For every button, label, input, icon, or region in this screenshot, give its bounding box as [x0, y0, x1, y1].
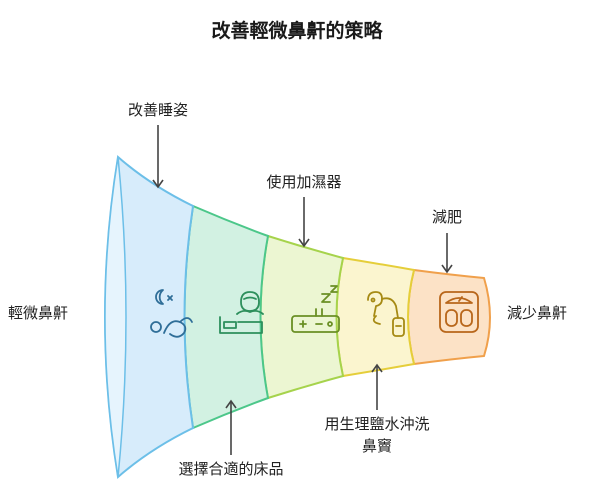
stage-2-arrow: [225, 399, 237, 455]
stage-3-label: 使用加濕器: [266, 173, 341, 191]
stage-1-arrow: [152, 125, 164, 189]
funnel-segment-3: [259, 234, 345, 400]
stage-4-label-line-2: 鼻竇: [362, 437, 392, 455]
bed-person-icon: [219, 291, 264, 334]
stage-2-label: 選擇合適的床品: [178, 460, 283, 478]
stage-4-label-line-1: 用生理鹽水沖洗: [324, 415, 429, 433]
start-label: 輕微鼻鼾: [8, 304, 68, 322]
nasal-rinse-icon: [367, 291, 405, 337]
stage-1-label: 改善睡姿: [128, 101, 188, 119]
stage-4-arrow: [371, 363, 383, 410]
funnel-segment-2: [183, 204, 270, 430]
stage-3-arrow: [298, 197, 310, 248]
funnel-mouth-rim: [104, 156, 127, 478]
sleep-position-icon: [150, 289, 193, 338]
stage-5-label: 減肥: [432, 208, 462, 226]
diagram-title: 改善輕微鼻鼾的策略: [211, 19, 383, 42]
humidifier-icon: [291, 285, 340, 333]
stage-5-arrow: [441, 233, 453, 274]
scale-icon: [439, 291, 479, 333]
end-label: 減少鼻鼾: [507, 304, 567, 322]
